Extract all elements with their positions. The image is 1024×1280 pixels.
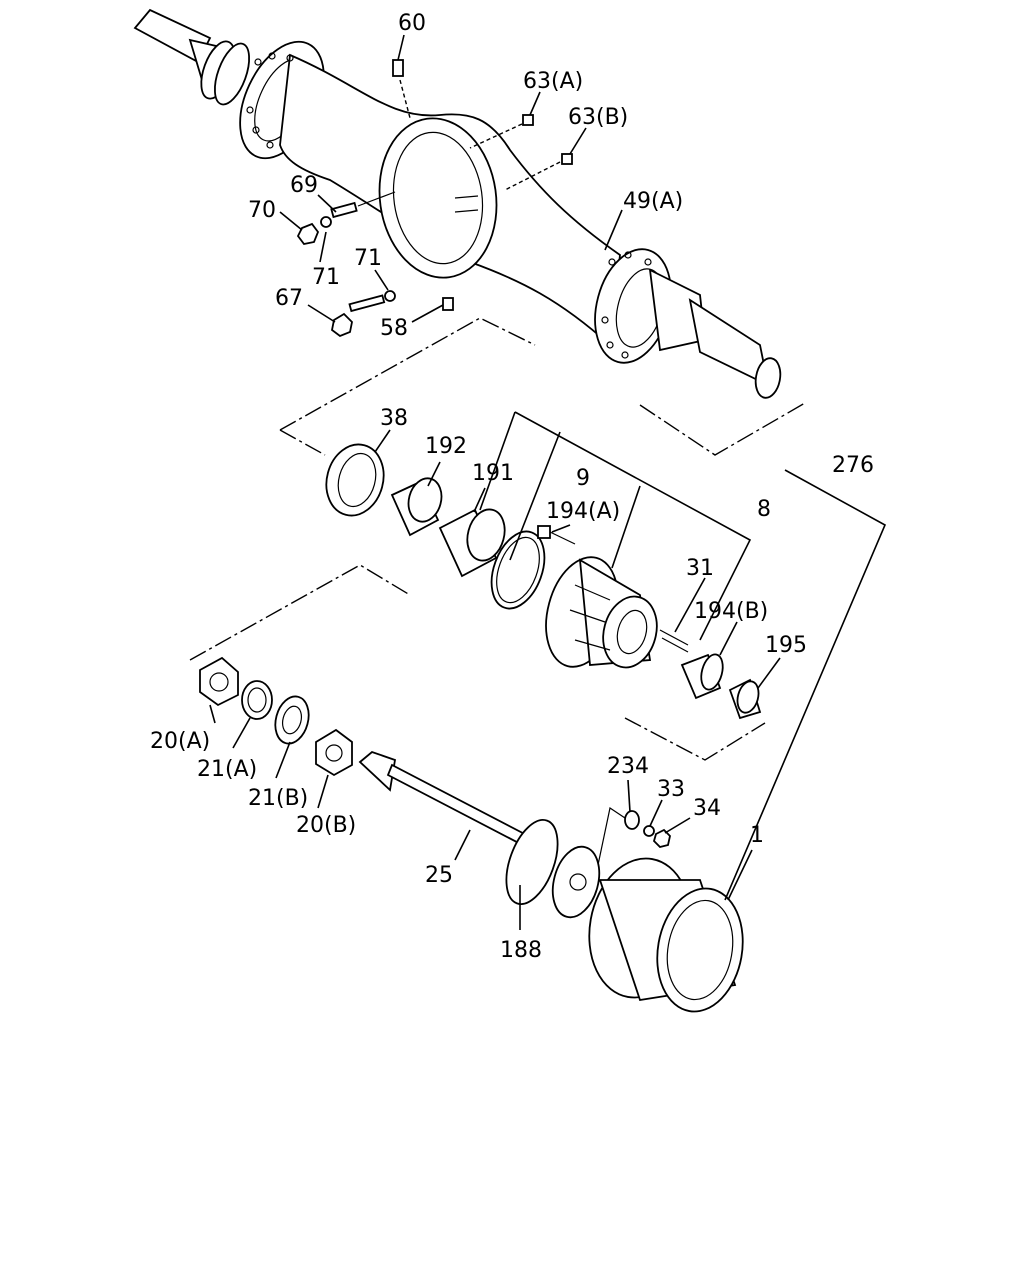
callout-63b: 63(B) bbox=[568, 105, 628, 130]
leader-lines bbox=[209, 34, 781, 930]
callout-234: 234 bbox=[607, 754, 649, 779]
callout-192: 192 bbox=[425, 434, 467, 459]
callout-70: 70 bbox=[248, 198, 276, 223]
callout-labels: 60 63(A) 63(B) 49(A) 69 70 71 71 67 58 3… bbox=[150, 11, 874, 963]
hub-assembly bbox=[325, 443, 762, 720]
callout-195: 195 bbox=[765, 633, 807, 658]
callout-191: 191 bbox=[472, 461, 514, 486]
callout-33: 33 bbox=[657, 777, 685, 802]
callout-71-left: 71 bbox=[312, 265, 340, 290]
callout-8: 8 bbox=[757, 497, 771, 522]
callout-71-right: 71 bbox=[354, 246, 382, 271]
callout-9: 9 bbox=[576, 466, 590, 491]
callout-21a: 21(A) bbox=[197, 757, 257, 782]
callout-49a: 49(A) bbox=[623, 189, 683, 214]
callout-60: 60 bbox=[398, 11, 426, 36]
callout-194b: 194(B) bbox=[694, 599, 768, 624]
callout-38: 38 bbox=[380, 406, 408, 431]
axle-housing bbox=[133, 8, 782, 399]
shaft-and-drum bbox=[199, 656, 744, 1013]
callout-21b: 21(B) bbox=[248, 786, 308, 811]
callout-31: 31 bbox=[686, 556, 714, 581]
callout-34: 34 bbox=[693, 796, 721, 821]
callout-20a: 20(A) bbox=[150, 729, 210, 754]
callout-58: 58 bbox=[380, 316, 408, 341]
callout-20b: 20(B) bbox=[296, 813, 356, 838]
callout-63a: 63(A) bbox=[523, 69, 583, 94]
callout-1: 1 bbox=[750, 823, 764, 848]
callout-25: 25 bbox=[425, 863, 453, 888]
callout-194a: 194(A) bbox=[546, 499, 620, 524]
callout-69: 69 bbox=[290, 173, 318, 198]
callout-67: 67 bbox=[275, 286, 303, 311]
grouping-lines bbox=[189, 317, 887, 901]
callout-188: 188 bbox=[500, 938, 542, 963]
callout-276: 276 bbox=[832, 453, 874, 478]
